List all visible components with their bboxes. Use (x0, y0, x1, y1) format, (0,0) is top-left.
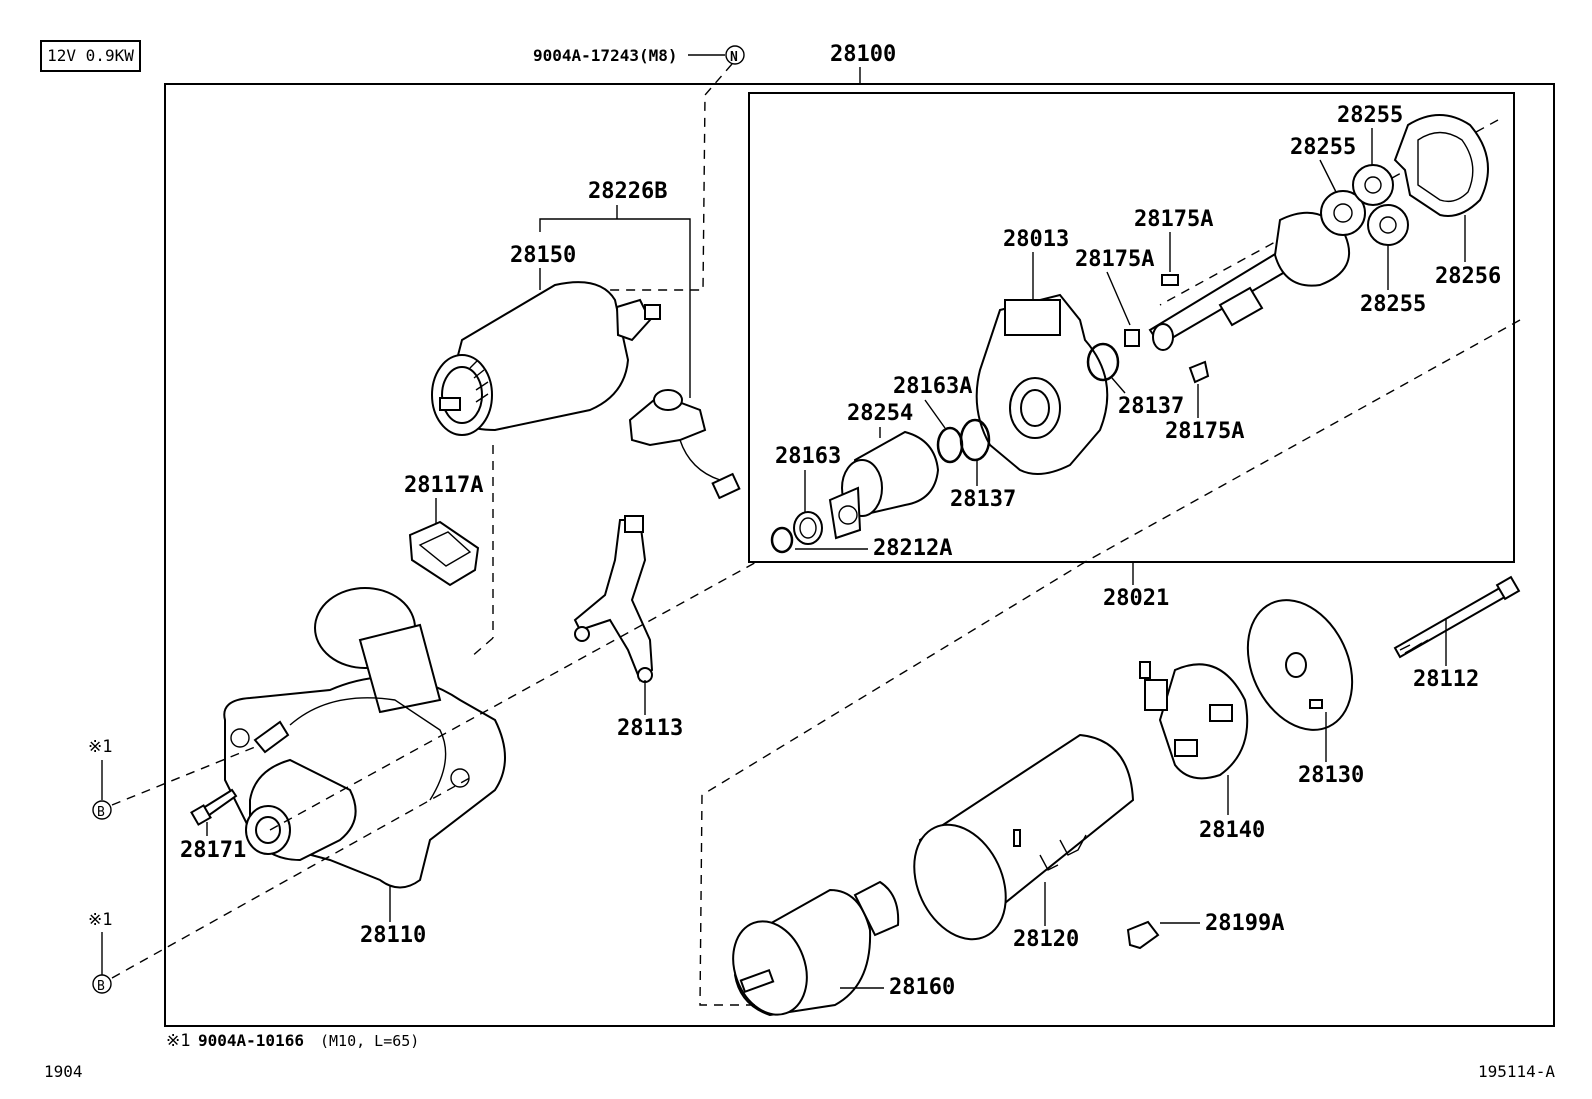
yoke-28120 (913, 733, 1135, 941)
footnote-mark: ※1 (166, 1031, 190, 1051)
washer-28163A (936, 426, 964, 464)
footer-left-code: 1904 (44, 1062, 83, 1081)
part-28171: 28171 (180, 838, 246, 863)
part-28175A-top: 28175A (1134, 207, 1213, 232)
ref2-circle-label: B (97, 979, 105, 994)
planet-gear-28255-a (1320, 190, 1366, 236)
part-28163A: 28163A (893, 374, 972, 399)
key-28175A-a (1161, 274, 1179, 286)
part-28120: 28120 (1013, 927, 1079, 952)
through-bolt-28112 (1393, 575, 1521, 659)
solenoid-terminal (628, 389, 741, 500)
part-28150: 28150 (510, 243, 576, 268)
planet-gear-28255-c (1367, 204, 1409, 246)
part-28112: 28112 (1413, 667, 1479, 692)
part-28137-lower: 28137 (950, 487, 1016, 512)
lever-28113 (573, 515, 654, 683)
part-28175A-low: 28175A (1165, 419, 1244, 444)
part-28021: 28021 (1103, 586, 1169, 611)
part-28175A-mid: 28175A (1075, 247, 1154, 272)
ref2-mark: ※1 (88, 910, 112, 930)
part-28212A: 28212A (873, 536, 952, 561)
part-28160: 28160 (889, 975, 955, 1000)
o-ring-28137-upper (1086, 342, 1120, 382)
part-28163: 28163 (775, 444, 841, 469)
part-28110: 28110 (360, 923, 426, 948)
top-bolt-label: 9004A-17243(M8) (533, 46, 678, 65)
o-ring-28137-lower (959, 418, 991, 462)
planet-shaft (1148, 211, 1350, 351)
part-28254: 28254 (847, 401, 913, 426)
ref2-circle (92, 974, 112, 994)
part-28255-low: 28255 (1360, 292, 1426, 317)
footer-right-code: 195114-A (1478, 1062, 1556, 1081)
housing-28110 (223, 587, 506, 889)
ref1-circle (92, 800, 112, 820)
note-n-marker: N (730, 50, 738, 65)
part-28255-top: 28255 (1337, 103, 1403, 128)
cover-28117A (408, 520, 480, 587)
clip-28199A (1126, 920, 1160, 950)
part-28117A: 28117A (404, 473, 483, 498)
footnote-part: 9004A-10166 (198, 1031, 304, 1050)
ring-28163 (793, 511, 823, 545)
note-n-circle (725, 45, 745, 65)
ring-gear-28256 (1393, 114, 1489, 217)
part-28113: 28113 (617, 716, 683, 741)
subassembly-frame (748, 92, 1515, 563)
part-28100: 28100 (830, 42, 896, 67)
armature-28160 (732, 880, 900, 1017)
part-28199A: 28199A (1205, 911, 1284, 936)
part-28137-upper: 28137 (1118, 394, 1184, 419)
part-28256: 28256 (1435, 264, 1501, 289)
ref1-mark: ※1 (88, 737, 112, 757)
planet-gear-28255-b (1352, 164, 1394, 206)
key-28175A-b (1124, 329, 1140, 347)
snap-ring-28212A (770, 526, 794, 554)
end-cover-28130 (1246, 599, 1354, 731)
solenoid-28150 (431, 281, 661, 436)
part-28140: 28140 (1199, 818, 1265, 843)
voltage-spec-box: 12V 0.9KW (40, 40, 141, 72)
bolt-28171 (190, 788, 238, 826)
part-28013: 28013 (1003, 227, 1069, 252)
brush-holder-28140 (1139, 661, 1249, 780)
part-28255-mid: 28255 (1290, 135, 1356, 160)
ref1-circle-label: B (97, 805, 105, 820)
gear-housing-28013 (975, 293, 1109, 475)
part-28226B: 28226B (588, 179, 667, 204)
key-28175A-c (1188, 360, 1210, 384)
clutch-28254 (828, 430, 940, 540)
part-28130: 28130 (1298, 763, 1364, 788)
footnote-spec: (M10, L=65) (320, 1032, 419, 1050)
